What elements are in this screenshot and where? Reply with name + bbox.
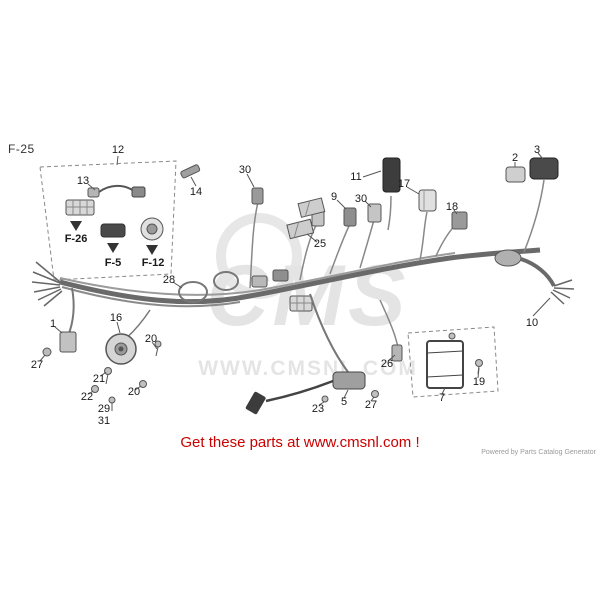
top-connectors — [251, 157, 468, 230]
left-lower-parts — [42, 287, 162, 411]
coil-and-cap — [245, 293, 403, 415]
harness-frayed-left — [31, 261, 63, 307]
section-label: F-25 — [8, 142, 35, 156]
detail-box-right — [407, 326, 499, 398]
callout-leader-lines — [39, 152, 551, 406]
relay-pair — [286, 197, 326, 240]
harness-trunk — [59, 247, 541, 308]
top-right-parts — [505, 157, 559, 253]
credit-text: Powered by Parts Catalog Generator — [481, 449, 596, 456]
center-connectors — [251, 269, 313, 312]
right-harness-end — [494, 249, 575, 305]
harness-loops — [178, 271, 239, 303]
promo-link[interactable]: Get these parts at www.cmsnl.com ! — [180, 434, 420, 451]
top-branches — [249, 195, 459, 289]
part-key-blank — [180, 164, 201, 179]
detail-box-left — [39, 160, 177, 281]
